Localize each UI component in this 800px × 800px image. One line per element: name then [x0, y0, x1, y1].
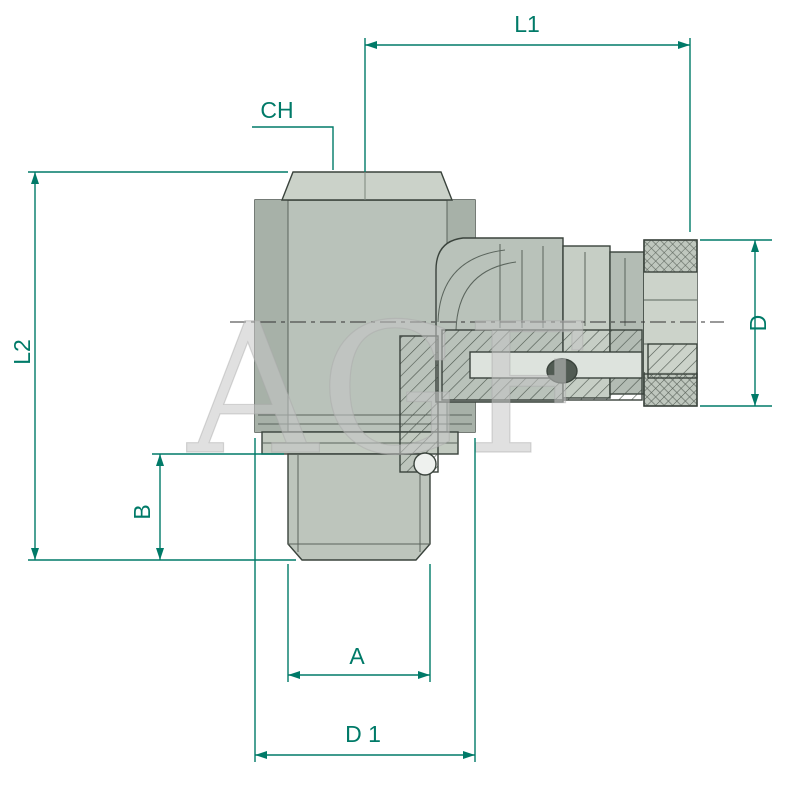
dimension-a: [287, 564, 431, 682]
dimension-label-l2: L2: [9, 339, 35, 365]
dimensions: [28, 38, 772, 762]
dimension-l1: [364, 38, 691, 232]
dimension-label-ch: CH: [260, 97, 293, 123]
dimension-label-l1: L1: [514, 11, 540, 37]
dimension-label-a: A: [349, 643, 365, 669]
dimension-b: [152, 453, 284, 560]
dimension-label-b: B: [129, 504, 155, 519]
dimension-ch-leader: [252, 126, 334, 170]
dimension-label-d: D: [745, 315, 771, 332]
section-hatch: [399, 329, 643, 473]
o-ring: [413, 452, 437, 476]
hose-barb-serration: [647, 343, 698, 379]
dimension-d: [700, 239, 772, 407]
dimension-label-d1: D 1: [345, 721, 381, 747]
watermark-text: AGF: [186, 286, 593, 495]
part-cap: [280, 171, 454, 201]
part-release-collar: [643, 239, 698, 407]
inner-o-ring: [546, 358, 578, 384]
dimension-d1: [254, 438, 476, 762]
dimension-l2: [28, 171, 296, 561]
